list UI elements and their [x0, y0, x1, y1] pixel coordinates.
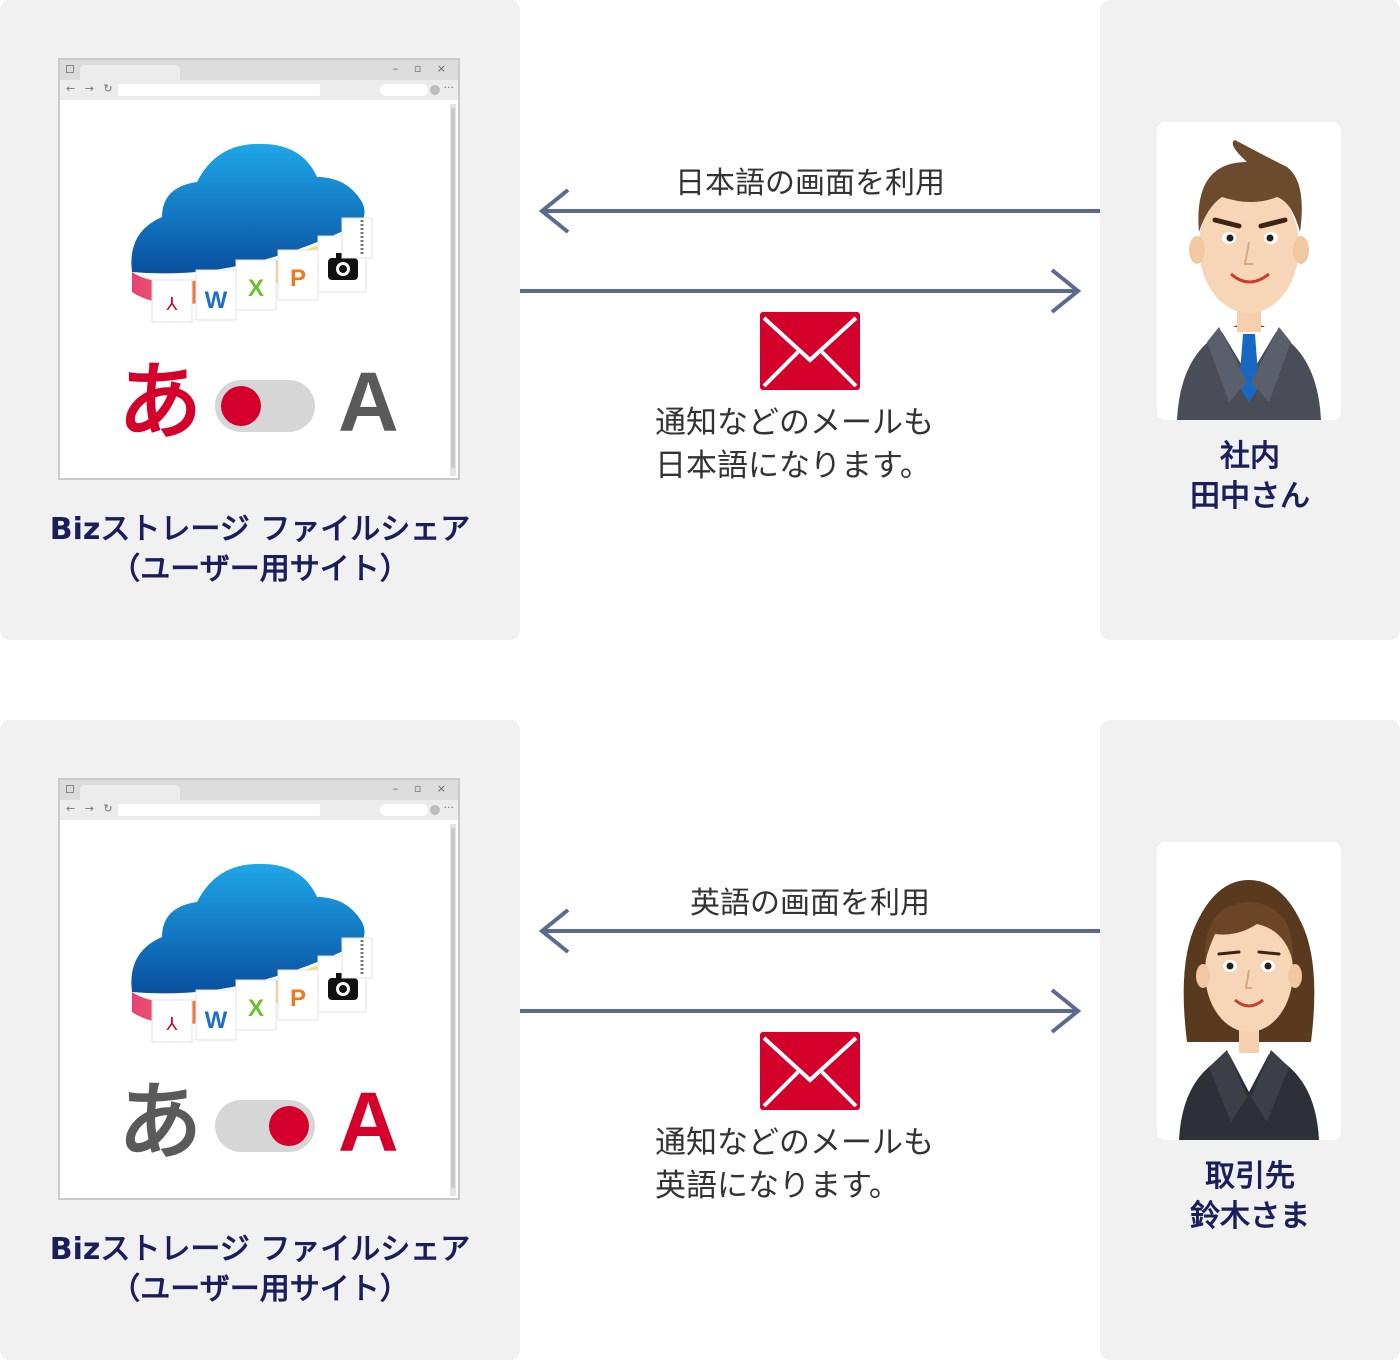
- cloud-storage-logo-icon: ⅄ W X P: [131, 143, 373, 323]
- product-name: Bizストレージ ファイルシェア （ユーザー用サイト）: [0, 510, 520, 590]
- person-card: [1157, 842, 1341, 1140]
- arrow-label: 日本語の画面を利用: [675, 166, 945, 201]
- product-name-line2: （ユーザー用サイト）: [110, 1272, 410, 1307]
- english-char: A: [338, 355, 399, 449]
- svg-text:P: P: [290, 265, 306, 292]
- businesswoman-icon: [1179, 880, 1319, 1140]
- arrow-left-icon: [538, 908, 1100, 954]
- mail-text-line2: 英語になります。: [655, 1168, 900, 1204]
- browser-window: – ▫ × ← → ↻ ···: [58, 778, 460, 1200]
- search-field[interactable]: [380, 804, 428, 816]
- svg-text:P: P: [290, 985, 306, 1012]
- mail-text-line2: 日本語になります。: [655, 448, 931, 484]
- person-name-line1: 社内: [1220, 439, 1280, 474]
- powerpoint-file-icon: P: [277, 249, 319, 301]
- scene-japanese: – ▫ × ← → ↻ ···: [0, 0, 1400, 640]
- browser-tab[interactable]: [80, 785, 180, 800]
- zip-file-icon: [341, 217, 373, 259]
- product-name-line1: Bizストレージ ファイルシェア: [49, 512, 471, 547]
- pdf-file-icon: ⅄: [151, 999, 193, 1043]
- person-name-line2: 田中さん: [1190, 479, 1310, 514]
- account-icon[interactable]: [430, 85, 440, 95]
- browser-tab[interactable]: [80, 65, 180, 80]
- arrow-label: 英語の画面を利用: [690, 886, 930, 921]
- product-name-line1: Bizストレージ ファイルシェア: [49, 1232, 471, 1267]
- cloud-storage-logo-icon: ⅄ W X P: [131, 863, 373, 1043]
- browser-window: – ▫ × ← → ↻ ···: [58, 58, 460, 480]
- toggle-knob[interactable]: [221, 386, 261, 426]
- mail-text-line1: 通知などのメールも: [655, 1125, 934, 1161]
- excel-file-icon: X: [235, 979, 277, 1031]
- mail-icon: [760, 312, 860, 390]
- svg-text:W: W: [205, 287, 228, 314]
- japanese-char: あ: [118, 353, 203, 451]
- svg-text:X: X: [248, 275, 264, 302]
- svg-text:X: X: [248, 995, 264, 1022]
- svg-text:⅄: ⅄: [167, 1014, 179, 1035]
- browser-titlebar: – ▫ ×: [60, 60, 458, 80]
- mail-notice-text: 通知などのメールも 英語になります。: [655, 1122, 934, 1208]
- person-card: [1157, 122, 1341, 420]
- svg-text:W: W: [205, 1007, 228, 1034]
- arrow-right-icon: [520, 268, 1082, 314]
- zip-file-icon: [341, 937, 373, 979]
- navigation-arrows-icon[interactable]: ← → ↻: [66, 802, 116, 815]
- businessman-icon: [1177, 140, 1321, 420]
- language-toggle[interactable]: [215, 1100, 315, 1152]
- toggle-knob[interactable]: [269, 1106, 309, 1146]
- scrollbar-thumb[interactable]: [451, 108, 455, 468]
- browser-titlebar: – ▫ ×: [60, 780, 458, 800]
- english-char: A: [338, 1075, 399, 1169]
- word-file-icon: W: [195, 989, 237, 1041]
- product-name: Bizストレージ ファイルシェア （ユーザー用サイト）: [0, 1230, 520, 1310]
- person-name: 取引先 鈴木さま: [1100, 1157, 1400, 1237]
- product-name-line2: （ユーザー用サイト）: [110, 552, 410, 587]
- browser-address-bar: ← → ↻ ···: [60, 80, 458, 100]
- pdf-file-icon: ⅄: [151, 279, 193, 323]
- window-icon: [66, 785, 74, 793]
- window-controls-icon[interactable]: – ▫ ×: [392, 782, 452, 795]
- powerpoint-file-icon: P: [277, 969, 319, 1021]
- more-icon[interactable]: ···: [443, 801, 455, 814]
- browser-address-bar: ← → ↻ ···: [60, 800, 458, 820]
- mail-notice-text: 通知などのメールも 日本語になります。: [655, 402, 934, 488]
- search-field[interactable]: [380, 84, 428, 96]
- account-icon[interactable]: [430, 805, 440, 815]
- mail-icon: [760, 1032, 860, 1110]
- language-toggle[interactable]: [215, 380, 315, 432]
- window-icon: [66, 65, 74, 73]
- person-name-line1: 取引先: [1205, 1159, 1295, 1194]
- scene-english: – ▫ × ← → ↻ ···: [0, 720, 1400, 1360]
- mail-text-line1: 通知などのメールも: [655, 405, 934, 441]
- arrow-left-icon: [538, 188, 1100, 234]
- arrow-right-icon: [520, 988, 1082, 1034]
- more-icon[interactable]: ···: [443, 81, 455, 94]
- window-controls-icon[interactable]: – ▫ ×: [392, 62, 452, 75]
- scrollbar-thumb[interactable]: [451, 828, 455, 1188]
- flow-arrows: [520, 908, 1100, 1034]
- svg-text:⅄: ⅄: [167, 294, 179, 315]
- navigation-arrows-icon[interactable]: ← → ↻: [66, 82, 116, 95]
- japanese-char: あ: [118, 1073, 203, 1171]
- excel-file-icon: X: [235, 259, 277, 311]
- word-file-icon: W: [195, 269, 237, 321]
- url-field[interactable]: [118, 84, 320, 96]
- url-field[interactable]: [118, 804, 320, 816]
- flow-arrows: [520, 188, 1100, 314]
- person-name: 社内 田中さん: [1100, 437, 1400, 517]
- person-name-line2: 鈴木さま: [1190, 1199, 1310, 1234]
